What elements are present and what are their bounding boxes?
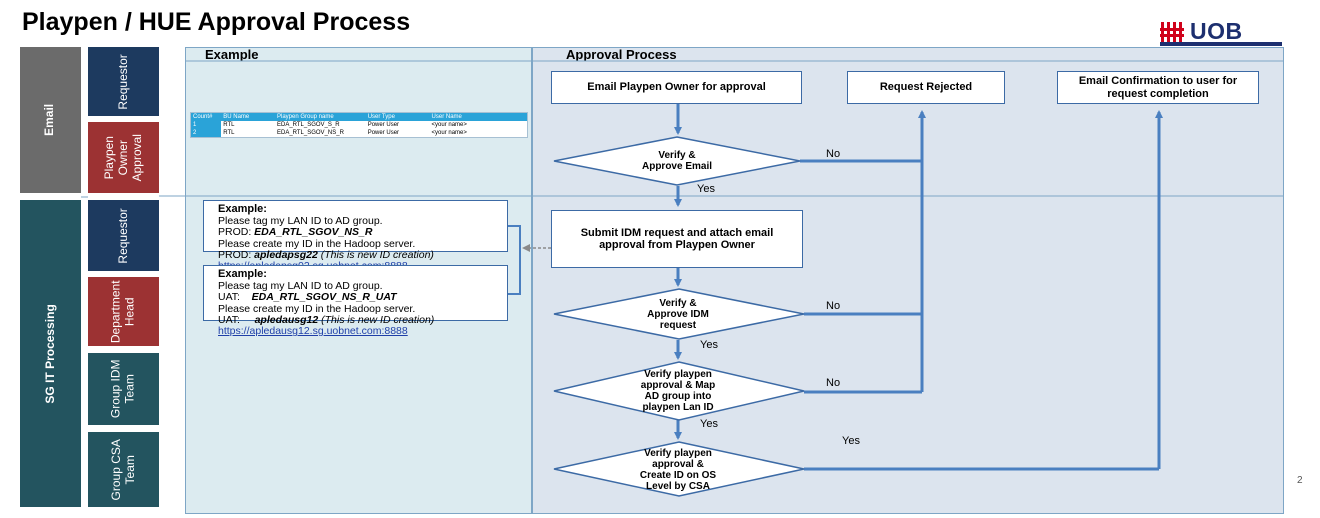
uob-logo: UOB <box>1160 18 1243 45</box>
verify-create-text: Verify playpen approval & Create ID on O… <box>639 448 717 492</box>
yes-label: Yes <box>700 418 718 430</box>
page-title: Playpen / HUE Approval Process <box>22 8 411 36</box>
example-heading: Example: <box>218 268 267 280</box>
table-header-row: Count# BU Name Playpen Group name User T… <box>191 113 527 121</box>
no-label: No <box>826 377 841 389</box>
example-line: Please tag my LAN ID to AD group. <box>218 214 383 227</box>
diamond-verify-create <box>553 441 805 497</box>
example-uat-link[interactable]: https://apledausg12.sg.uobnet.com:8888 <box>218 325 408 338</box>
diamond-verify-idm <box>553 288 805 340</box>
example-note: (This is new ID creation) <box>317 248 434 261</box>
approval-panel-heading: Approval Process <box>566 47 677 62</box>
diamond-verify-map <box>553 361 805 421</box>
example-label: UAT: <box>218 313 255 326</box>
example-panel-heading: Example <box>205 47 259 62</box>
email-confirmation-box: Email Confirmation to user for request c… <box>1057 71 1259 104</box>
example-note: (This is new ID creation) <box>318 313 435 326</box>
table-header: User Name <box>429 113 527 121</box>
table: Count# BU Name Playpen Group name User T… <box>191 113 527 137</box>
example-ad-group: EDA_RTL_SGOV_NS_R <box>254 226 373 239</box>
logo-text: UOB <box>1190 18 1243 44</box>
lane-playpen-owner-approval: Playpen Owner Approval <box>88 122 159 193</box>
group-sg-it-processing: SG IT Processing <box>20 200 81 507</box>
yes-label: Yes <box>700 339 718 351</box>
example-label: PROD: <box>218 248 255 261</box>
submit-idm-box: Submit IDM request and attach email appr… <box>551 210 803 268</box>
table-cell: 1 <box>191 121 222 129</box>
example-prod-box: Example: Please tag my LAN ID to AD grou… <box>203 200 508 272</box>
yes-label: Yes <box>842 435 860 447</box>
request-rejected-box: Request Rejected <box>847 71 1005 104</box>
email-owner-box: Email Playpen Owner for approval <box>551 71 802 104</box>
example-label: UAT: <box>218 291 252 304</box>
playpen-group-table: Count# BU Name Playpen Group name User T… <box>190 112 528 138</box>
example-line: Please tag my LAN ID to AD group. <box>218 279 383 292</box>
table-cell: EDA_RTL_SGOV_S_R <box>276 122 340 128</box>
example-uat-box: Example: Please tag my LAN ID to AD grou… <box>203 265 508 337</box>
example-line: Please create my ID in the Hadoop server… <box>218 237 416 250</box>
table-cell: <your name> <box>431 130 467 136</box>
diamond-verify-email <box>553 136 801 186</box>
table-cell: <your name> <box>431 122 467 128</box>
table-cell: 2 <box>191 129 222 137</box>
lane-requestor-email: Requestor <box>88 47 159 116</box>
table-row: 1 RTL EDA_RTL_SGOV_S_R Power User <your … <box>191 121 527 129</box>
lane-group-idm-team: Group IDM Team <box>88 353 159 425</box>
group-email: Email <box>20 47 81 193</box>
no-label: No <box>826 300 841 312</box>
no-label: No <box>826 148 841 160</box>
uob-logo-icon <box>1160 21 1184 42</box>
page-number: 2 <box>1297 475 1303 486</box>
logo-underline <box>1160 42 1282 46</box>
table-header: Playpen Group name <box>274 113 366 121</box>
example-line: Please create my ID in the Hadoop server… <box>218 302 416 315</box>
verify-idm-text: Verify & Approve IDM request <box>647 297 709 331</box>
table-cell: EDA_RTL_SGOV_NS_R <box>276 130 344 136</box>
table-header: Count# <box>191 113 222 121</box>
lane-department-head: Department Head <box>88 277 159 346</box>
table-header: BU Name <box>221 113 275 121</box>
verify-email-text: Verify & Approve Email <box>641 150 713 172</box>
lane-requestor-sg: Requestor <box>88 200 159 271</box>
table-cell: RTL <box>223 130 235 136</box>
example-ad-group: EDA_RTL_SGOV_NS_R_UAT <box>251 291 397 304</box>
table-cell: RTL <box>223 122 235 128</box>
lane-group-csa-team: Group CSA Team <box>88 432 159 507</box>
table-cell: Power User <box>367 130 400 136</box>
verify-map-text: Verify playpen approval & Map AD group i… <box>640 369 716 413</box>
yes-label: Yes <box>697 183 715 195</box>
table-cell: Power User <box>367 122 400 128</box>
example-label: PROD: <box>218 226 255 239</box>
table-row: 2 RTL EDA_RTL_SGOV_NS_R Power User <your… <box>191 129 527 137</box>
table-header: User Type <box>365 113 430 121</box>
example-heading: Example: <box>218 203 267 215</box>
example-host: apledausg12 <box>254 313 319 326</box>
example-host: apledapsg22 <box>254 248 318 261</box>
